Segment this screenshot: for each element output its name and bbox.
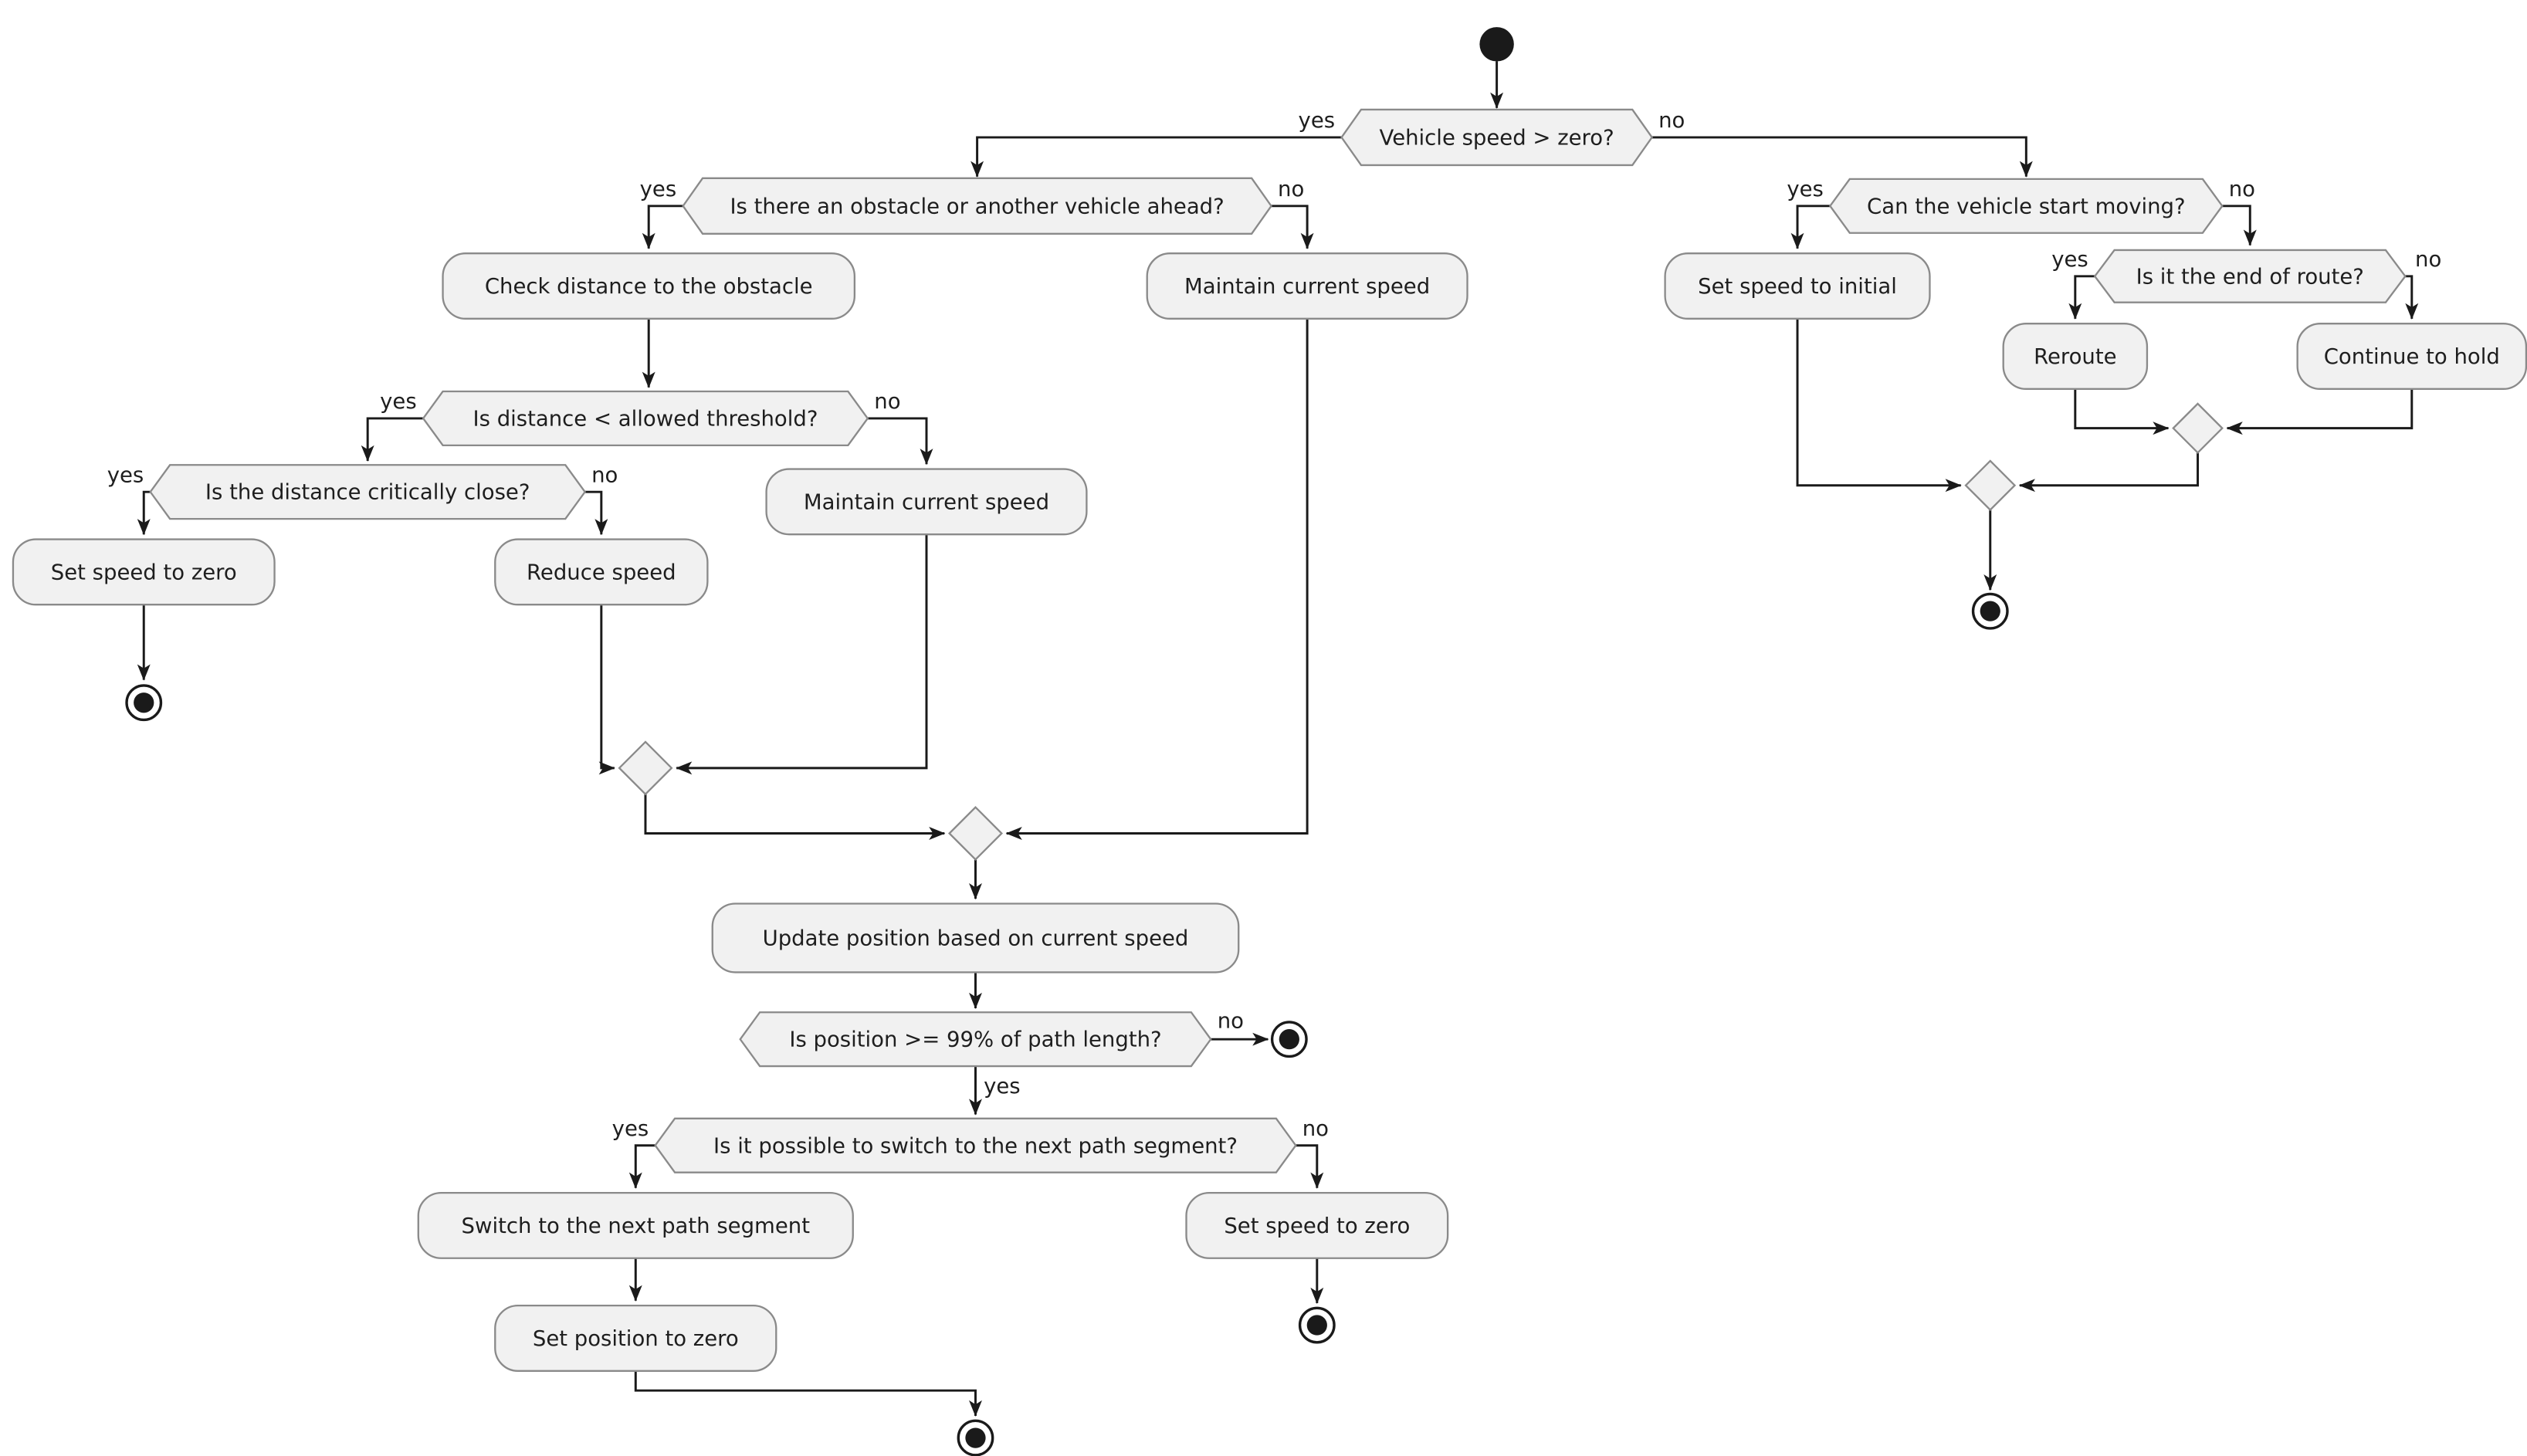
edge-critical-no <box>584 490 608 536</box>
merge-diamond-2 <box>947 805 1003 862</box>
end-node-after-set-speed-zero-1 <box>125 684 163 722</box>
edge-label-position-no: no <box>1218 1008 1244 1033</box>
start-node <box>1479 27 1514 62</box>
svg-text:Maintain current speed: Maintain current speed <box>804 489 1049 514</box>
svg-text:Reduce speed: Reduce speed <box>527 560 676 584</box>
action-continue-to-hold: Continue to hold <box>2296 323 2527 391</box>
action-set-speed-to-zero-2: Set speed to zero <box>1185 1191 1449 1259</box>
decision-switch-possible: Is it possible to switch to the next pat… <box>654 1117 1297 1173</box>
svg-text:Set speed to zero: Set speed to zero <box>1224 1214 1410 1238</box>
edge-canstart-no <box>2222 205 2257 246</box>
edge-label-canstart-no: no <box>2229 177 2255 201</box>
edge-endroute-no <box>2405 275 2419 320</box>
svg-text:Continue to hold: Continue to hold <box>2324 344 2500 369</box>
edge-reduce-to-merge1 <box>598 604 615 775</box>
decision-obstacle-ahead: Is there an obstacle or another vehicle … <box>682 177 1272 235</box>
action-check-distance: Check distance to the obstacle <box>442 252 856 320</box>
edge-switch-yes <box>628 1144 655 1189</box>
edge-label-position-yes: yes <box>984 1074 1021 1099</box>
action-reroute: Reroute <box>2002 323 2149 391</box>
svg-text:Set position to zero: Set position to zero <box>533 1326 739 1351</box>
edge-label-canstart-yes: yes <box>1787 177 1824 201</box>
action-set-speed-to-zero-1: Set speed to zero <box>12 538 276 606</box>
action-reduce-speed: Reduce speed <box>494 538 709 606</box>
edge-label-endroute-yes: yes <box>2051 247 2088 272</box>
edge-merge1-to-merge2 <box>644 794 946 840</box>
svg-text:Is there an obstacle or anothe: Is there an obstacle or another vehicle … <box>730 194 1224 218</box>
end-node-after-set-position-zero <box>957 1419 994 1456</box>
decision-can-start-moving: Can the vehicle start moving? <box>1828 178 2224 234</box>
svg-text:Reroute: Reroute <box>2034 344 2116 369</box>
svg-text:Set speed to initial: Set speed to initial <box>1698 274 1897 299</box>
edge-obstacle-yes <box>642 205 683 249</box>
edge-obstacle-no <box>1271 205 1314 249</box>
action-switch-next-segment: Switch to the next path segment <box>417 1191 854 1259</box>
edge-label-switch-yes: yes <box>612 1116 649 1141</box>
svg-text:Is the distance critically clo: Is the distance critically close? <box>205 480 530 505</box>
action-update-position: Update position based on current speed <box>711 902 1240 973</box>
edge-label-speed-no: no <box>1658 108 1685 133</box>
edge-label-speed-yes: yes <box>1299 108 1336 133</box>
edge-maintain2-to-merge1 <box>676 534 928 775</box>
edge-label-switch-no: no <box>1302 1116 1329 1141</box>
action-set-position-to-zero: Set position to zero <box>494 1304 777 1372</box>
svg-text:Is it possible to switch to th: Is it possible to switch to the next pat… <box>713 1133 1238 1158</box>
action-maintain-current-speed-2: Maintain current speed <box>765 468 1088 536</box>
edge-switch-no <box>1296 1144 1324 1189</box>
merge-diamond-4 <box>1964 459 2017 512</box>
edge-threshold-no <box>867 417 933 466</box>
svg-text:Is position >= 99% of path len: Is position >= 99% of path length? <box>789 1028 1161 1052</box>
svg-text:Set speed to zero: Set speed to zero <box>51 560 237 584</box>
svg-text:Is it the end of route?: Is it the end of route? <box>2136 264 2364 289</box>
svg-text:Maintain current speed: Maintain current speed <box>1184 274 1430 299</box>
edge-canstart-yes <box>1790 205 1831 249</box>
decision-vehicle-speed-gt-zero: Vehicle speed > zero? <box>1340 108 1654 167</box>
action-set-speed-to-initial: Set speed to initial <box>1664 252 1931 320</box>
edge-endroute-yes <box>2068 275 2095 320</box>
edge-merge3-to-merge4 <box>2018 452 2200 493</box>
edge-label-obstacle-yes: yes <box>640 177 677 201</box>
edge-setposition-to-end <box>634 1370 982 1417</box>
merge-diamond-1 <box>618 740 673 796</box>
end-node-right-branch <box>1971 592 2009 630</box>
edge-setinitial-to-merge4 <box>1796 318 1962 493</box>
edge-label-threshold-yes: yes <box>380 389 417 414</box>
edge-speed-no <box>1651 136 2033 178</box>
edge-hold-to-merge3 <box>2226 388 2414 435</box>
edge-speed-yes <box>970 136 1342 178</box>
svg-text:Can the vehicle start moving?: Can the vehicle start moving? <box>1867 194 2186 218</box>
edge-label-endroute-no: no <box>2415 247 2441 272</box>
svg-text:Is distance < allowed threshol: Is distance < allowed threshold? <box>473 406 818 431</box>
svg-text:Update position based on curre: Update position based on current speed <box>763 926 1189 950</box>
decision-distance-critically-close: Is the distance critically close? <box>149 464 587 520</box>
edge-threshold-yes <box>361 417 424 462</box>
edge-label-obstacle-no: no <box>1278 177 1304 201</box>
svg-text:Vehicle speed > zero?: Vehicle speed > zero? <box>1380 125 1614 150</box>
action-maintain-current-speed-1: Maintain current speed <box>1146 252 1468 320</box>
merge-diamond-3 <box>2172 402 2224 455</box>
edge-label-threshold-no: no <box>874 389 900 414</box>
decision-position-ge-99: Is position >= 99% of path length? <box>739 1011 1212 1068</box>
decision-distance-lt-threshold: Is distance < allowed threshold? <box>422 390 869 447</box>
end-node-after-set-speed-zero-2 <box>1298 1306 1336 1344</box>
svg-text:Switch to the next path segmen: Switch to the next path segment <box>462 1214 811 1238</box>
edge-maintain1-to-merge2 <box>1005 318 1309 840</box>
edge-reroute-to-merge3 <box>2074 388 2170 435</box>
edge-critical-yes <box>137 490 151 536</box>
edge-label-critical-no: no <box>591 462 618 487</box>
end-node-path-complete <box>1270 1021 1308 1058</box>
edge-label-critical-yes: yes <box>107 462 144 487</box>
decision-end-of-route: Is it the end of route? <box>2093 249 2407 303</box>
svg-text:Check distance to the obstacle: Check distance to the obstacle <box>485 274 813 299</box>
